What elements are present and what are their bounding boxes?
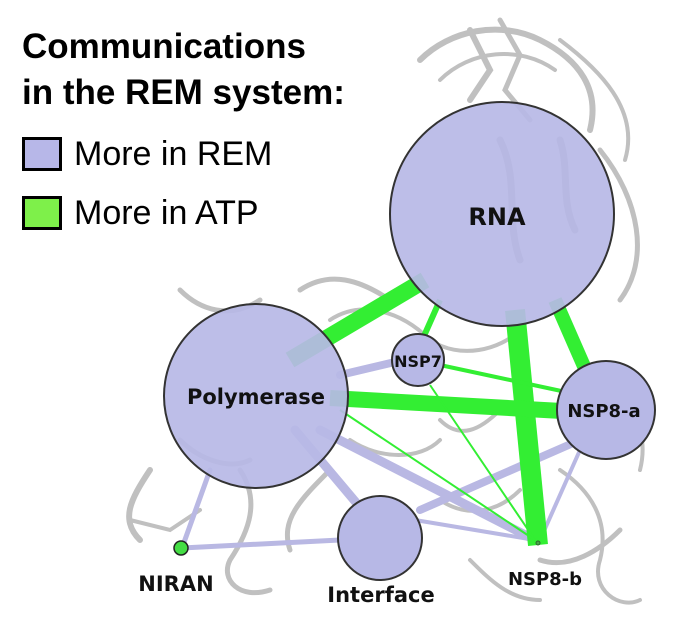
legend-title: Communications in the REM system: bbox=[22, 24, 402, 116]
node-label-nsp7: NSP7 bbox=[394, 352, 442, 371]
edge-polymerase-niran bbox=[179, 467, 213, 551]
edge-rna-nsp8b bbox=[505, 309, 548, 546]
legend-swatch-atp bbox=[22, 196, 62, 230]
legend-label-atp: More in ATP bbox=[74, 193, 259, 232]
node-label-interface: Interface bbox=[327, 583, 434, 607]
edge-nsp7-nsp8a bbox=[439, 363, 581, 397]
node-interface[interactable] bbox=[337, 495, 423, 581]
legend-item-atp: More in ATP bbox=[22, 192, 259, 234]
node-nsp8b[interactable] bbox=[535, 540, 541, 546]
legend-title-line1: Communications bbox=[22, 27, 306, 66]
edge-polymerase-nsp8a bbox=[329, 390, 581, 420]
node-label-niran: NIRAN bbox=[138, 572, 213, 596]
node-nsp8a[interactable] bbox=[556, 360, 656, 460]
edge-polymerase-nsp8b bbox=[315, 425, 540, 545]
legend-label-rem: More in REM bbox=[74, 134, 273, 173]
atp-edges bbox=[285, 272, 597, 546]
node-label-nsp8a: NSP8-a bbox=[567, 401, 640, 422]
nodes bbox=[163, 101, 656, 581]
edge-interface-nsp8b bbox=[413, 518, 537, 542]
node-label-rna: RNA bbox=[468, 203, 526, 231]
edge-nsp7-nsp8b bbox=[429, 384, 536, 541]
node-labels: RNA Polymerase NSP7 NSP8-a Interface NSP… bbox=[138, 203, 640, 607]
edge-nsp8a-nsp8b bbox=[538, 448, 582, 542]
edge-polymerase-nsp7 bbox=[336, 358, 399, 379]
legend-item-rem: More in REM bbox=[22, 133, 272, 175]
edge-polymerase-nsp8b-thin bbox=[339, 409, 536, 541]
node-rna[interactable] bbox=[389, 101, 615, 327]
node-label-polymerase: Polymerase bbox=[187, 385, 325, 409]
legend-swatch-rem bbox=[22, 137, 62, 171]
edge-niran-interface bbox=[179, 537, 343, 551]
legend-title-line2: in the REM system: bbox=[22, 73, 345, 112]
node-label-nsp8b: NSP8-b bbox=[508, 569, 582, 590]
node-nsp7[interactable] bbox=[391, 333, 445, 387]
node-niran[interactable] bbox=[173, 540, 189, 556]
node-polymerase[interactable] bbox=[163, 303, 349, 489]
edge-interface-nsp8a bbox=[416, 436, 584, 514]
